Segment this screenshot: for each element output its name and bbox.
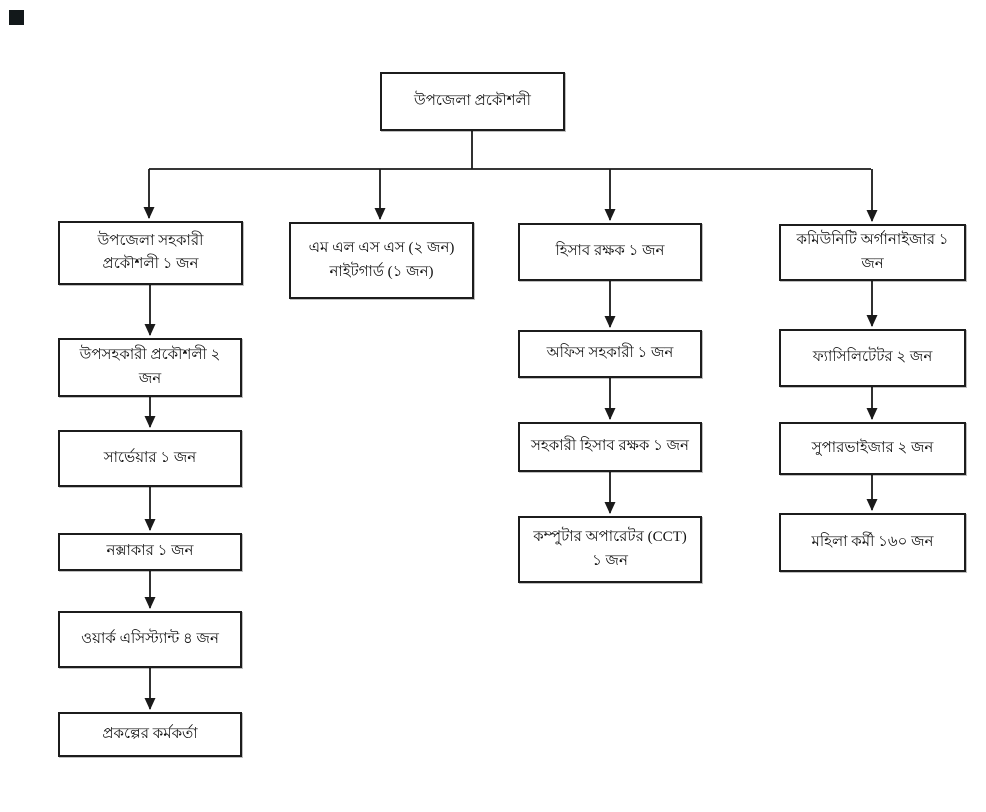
org-node-accountant: হিসাব রক্ষক ১ জন — [518, 223, 702, 281]
org-node-upazila-assistant-engineer: উপজেলা সহকারী প্রকৌশলী ১ জন — [58, 221, 243, 285]
org-node-facilitator: ফ্যাসিলিটেটর ২ জন — [779, 329, 966, 387]
org-node-sub-assistant-engineer: উপসহকারী প্রকৌশলী ২ জন — [58, 338, 242, 397]
org-node-project-officer: প্রকল্পের কর্মকর্তা — [58, 712, 242, 757]
org-node-assistant-accountant: সহকারী হিসাব রক্ষক ১ জন — [518, 422, 702, 472]
corner-mark — [9, 10, 24, 25]
org-node-female-worker: মহিলা কর্মী ১৬০ জন — [779, 513, 966, 572]
org-node-community-organizer: কমিউনিটি অর্গানাইজার ১ জন — [779, 224, 966, 281]
org-node-mlss-nightguard: এম এল এস এস (২ জন) নাইটগার্ড (১ জন) — [289, 222, 474, 299]
org-node-office-assistant: অফিস সহকারী ১ জন — [518, 330, 702, 378]
org-node-supervisor: সুপারভাইজার ২ জন — [779, 422, 966, 475]
org-node-surveyor: সার্ভেয়ার ১ জন — [58, 430, 242, 487]
org-node-draftsman: নক্সাকার ১ জন — [58, 533, 242, 571]
org-node-upazila-engineer: উপজেলা প্রকৌশলী — [380, 72, 565, 131]
org-node-work-assistant: ওয়ার্ক এসিস্ট্যান্ট ৪ জন — [58, 611, 242, 668]
org-node-computer-operator: কম্পুটার অপারেটর (CCT) ১ জন — [518, 516, 702, 583]
